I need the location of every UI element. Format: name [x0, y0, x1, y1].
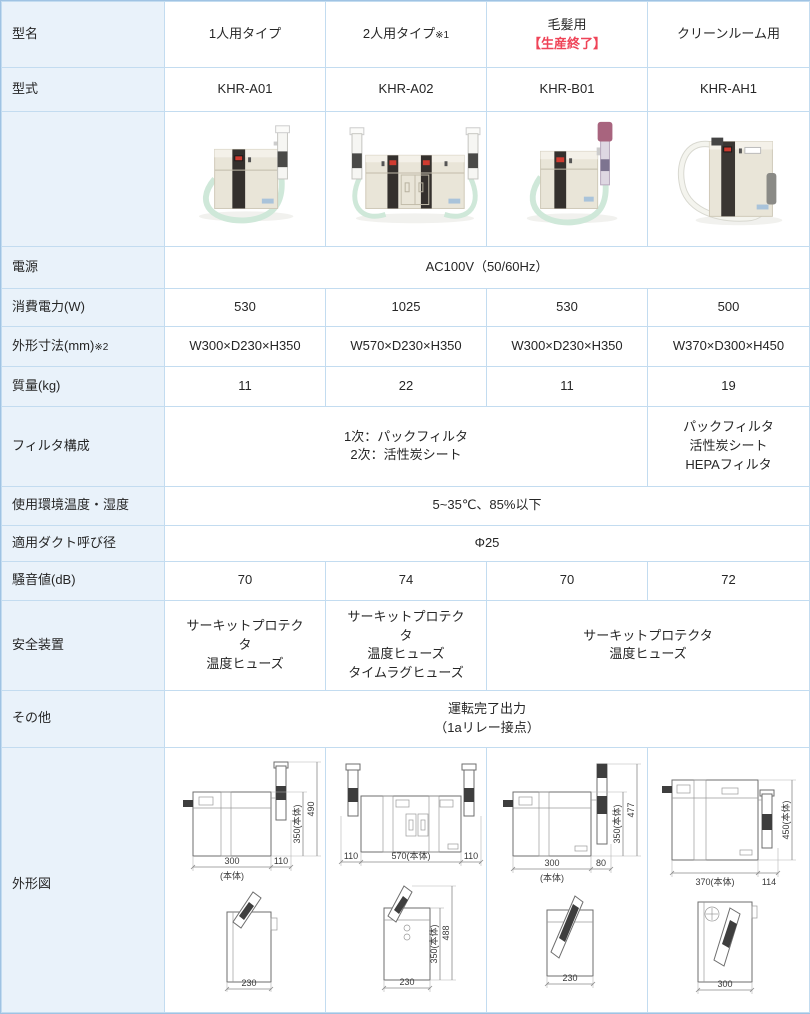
- dim-label: (本体): [540, 872, 564, 883]
- safety-3-4: サーキットプロテクタ 温度ヒューズ: [486, 599, 810, 691]
- dim-label: 570(本体): [391, 850, 430, 861]
- dim-label: 230: [562, 973, 577, 983]
- label-model-code: 型式: [1, 67, 165, 112]
- dim-label: 300: [717, 979, 732, 989]
- dim-label: (本体): [220, 870, 244, 881]
- dim-label: 488: [441, 925, 451, 940]
- product-photo-khr-a02: [349, 127, 481, 224]
- label-duct: 適用ダクト呼び径: [1, 524, 165, 562]
- dim-label: 490: [306, 801, 316, 816]
- outline-drawing-khr-a01: 300 (本体) 110 350(本体) 490 230: [183, 761, 321, 992]
- dim-label: 114: [762, 877, 776, 887]
- label-safety: 安全装置: [1, 599, 165, 691]
- power-value: AC100V（50/60Hz）: [164, 245, 810, 289]
- dim-label: 477: [626, 802, 636, 817]
- model-name-3: 毛髪用【生産終了】: [486, 1, 648, 68]
- environment-value: 5~35℃、85%以下: [164, 485, 810, 526]
- footnote-marker-1: ※1: [435, 30, 450, 42]
- model-name-2: 2人用タイプ※1: [325, 1, 487, 68]
- label-other: その他: [1, 689, 165, 748]
- outline-drawing-khr-a02: 110 570(本体) 110 230 350(本体) 488: [338, 763, 484, 992]
- dim-label: 350(本体): [428, 924, 439, 963]
- noise-4: 72: [647, 560, 810, 601]
- discontinued-badge: 【生産終了】: [527, 35, 606, 51]
- model-code-2: KHR-A02: [325, 67, 487, 112]
- product-photo-khr-ah1: [677, 137, 783, 226]
- label-weight: 質量(kg): [1, 365, 165, 407]
- label-consumption: 消費電力(W): [1, 287, 165, 327]
- model-name-1: 1人用タイプ: [164, 1, 326, 68]
- row-other: その他 運転完了出力 （1aリレー接点）: [1, 689, 810, 748]
- label-filter: フィルタ構成: [1, 405, 165, 487]
- label-power: 電源: [1, 245, 165, 289]
- dim-label: 80: [596, 858, 606, 868]
- model-code-3: KHR-B01: [486, 67, 648, 112]
- weight-2: 22: [325, 365, 487, 407]
- filter-merged: 1次：パックフィルタ 2次：活性炭シート: [164, 405, 648, 487]
- weight-3: 11: [486, 365, 648, 407]
- label-noise: 騒音値(dB): [1, 560, 165, 601]
- dim-label: 350(本体): [611, 804, 622, 843]
- row-noise: 騒音値(dB) 70 74 70 72: [1, 560, 810, 601]
- dim-label: 450(本体): [780, 800, 791, 839]
- label-photos-empty: [1, 111, 165, 247]
- model-code-1: KHR-A01: [164, 67, 326, 112]
- model-name-4: クリーンルーム用: [647, 1, 810, 68]
- row-model-code: 型式 KHR-A01 KHR-A02 KHR-B01 KHR-AH1: [1, 67, 810, 112]
- row-filter: フィルタ構成 1次：パックフィルタ 2次：活性炭シート パックフィルタ 活性炭シ…: [1, 405, 810, 487]
- dimensions-3: W300×D230×H350: [486, 325, 648, 367]
- dimensions-2: W570×D230×H350: [325, 325, 487, 367]
- footnote-marker-2: ※2: [94, 341, 109, 353]
- dim-label: 230: [399, 977, 414, 987]
- row-consumption: 消費電力(W) 530 1025 530 500: [1, 287, 810, 327]
- noise-3: 70: [486, 560, 648, 601]
- noise-1: 70: [164, 560, 326, 601]
- dim-label: 110: [464, 851, 478, 861]
- label-dimensions: 外形寸法(mm)※2: [1, 325, 165, 367]
- safety-1: サーキットプロテク タ 温度ヒューズ: [164, 599, 326, 691]
- label-drawings: 外形図: [1, 746, 165, 1013]
- row-duct: 適用ダクト呼び径 Φ25: [1, 524, 810, 562]
- row-drawings: 外形図 300 (本体) 110 350(本体) 490: [1, 746, 810, 1013]
- dim-label: 350(本体): [291, 804, 302, 843]
- row-model-name: 型名 1人用タイプ 2人用タイプ※1 毛髪用【生産終了】 クリーンルーム用: [1, 1, 810, 68]
- duct-value: Φ25: [164, 524, 810, 562]
- dimensions-1: W300×D230×H350: [164, 325, 326, 367]
- outline-drawing-khr-b01: 300 (本体) 80 350(本体) 477 230: [503, 763, 641, 988]
- model-code-4: KHR-AH1: [647, 67, 810, 112]
- product-photo-khr-a01: [198, 125, 294, 224]
- dim-label: 300: [224, 856, 239, 866]
- product-photo-khr-b01: [526, 121, 618, 226]
- weight-1: 11: [164, 365, 326, 407]
- dim-label: 110: [344, 851, 358, 861]
- dim-label: 110: [274, 856, 288, 866]
- dim-label: 300: [544, 858, 559, 868]
- row-safety: 安全装置 サーキットプロテク タ 温度ヒューズ サーキットプロテク タ 温度ヒュ…: [1, 599, 810, 691]
- filter-cleanroom: パックフィルタ 活性炭シート HEPAフィルタ: [647, 405, 810, 487]
- dimensions-4: W370×D300×H450: [647, 325, 810, 367]
- safety-2: サーキットプロテク タ 温度ヒューズ タイムラグヒューズ: [325, 599, 487, 691]
- row-power: 電源 AC100V（50/60Hz）: [1, 245, 810, 289]
- consumption-2: 1025: [325, 287, 487, 327]
- row-dimensions: 外形寸法(mm)※2 W300×D230×H350 W570×D230×H350…: [1, 325, 810, 367]
- consumption-3: 530: [486, 287, 648, 327]
- label-environment: 使用環境温度・湿度: [1, 485, 165, 526]
- consumption-4: 500: [647, 287, 810, 327]
- label-model-name: 型名: [1, 1, 165, 68]
- weight-4: 19: [647, 365, 810, 407]
- noise-2: 74: [325, 560, 487, 601]
- dim-label: 230: [241, 978, 256, 988]
- row-product-photos: [1, 111, 810, 247]
- row-environment: 使用環境温度・湿度 5~35℃、85%以下: [1, 485, 810, 526]
- other-value: 運転完了出力 （1aリレー接点）: [164, 689, 810, 748]
- row-weight: 質量(kg) 11 22 11 19: [1, 365, 810, 407]
- consumption-1: 530: [164, 287, 326, 327]
- outline-drawing-khr-ah1: 370(本体) 114 450(本体) 300: [662, 779, 796, 994]
- dim-label: 370(本体): [695, 876, 734, 887]
